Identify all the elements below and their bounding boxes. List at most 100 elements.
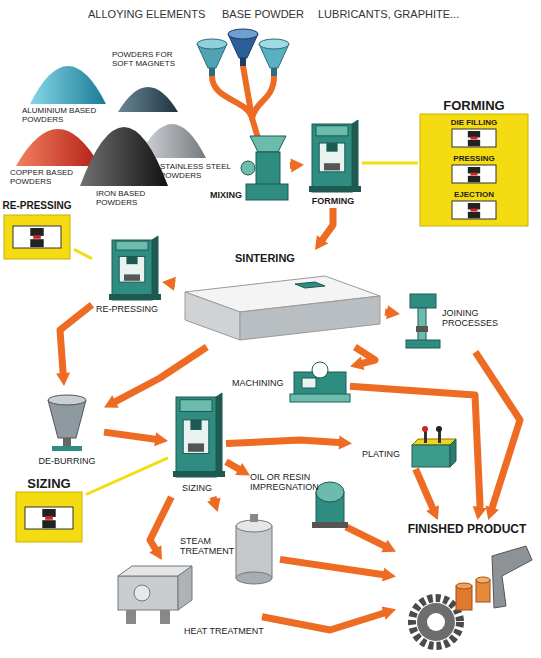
powder-label: ALUMINIUM BASED POWDERS	[22, 106, 108, 124]
flow-pipe	[104, 432, 168, 446]
flow-pipe	[416, 469, 439, 520]
powder-pile	[118, 87, 178, 112]
station-label: DE-BURRING	[30, 456, 104, 466]
arrow-head	[315, 235, 328, 250]
pipe-stroke	[416, 469, 435, 512]
callout-box: FORMING DIE FILLING PRESSING EJECTION	[418, 98, 530, 228]
station-label: MACHINING	[232, 378, 292, 388]
finished-product: FINISHED PRODUCT	[396, 520, 538, 654]
station-label: JOINING PROCESSES	[442, 308, 508, 328]
flow-pipe	[290, 159, 304, 173]
sintering-furnace: SINTERING	[175, 250, 385, 347]
arrow-head	[382, 606, 396, 619]
steam-station: STEAM TREATMENT	[180, 512, 280, 592]
pipe-stroke	[262, 612, 387, 630]
powder-label: POWDERS FOR SOFT MAGNETS	[112, 50, 192, 68]
station-label: PLATING	[352, 449, 410, 459]
station-label: FINISHED PRODUCT	[396, 522, 538, 536]
input-label: BASE POWDER	[222, 8, 304, 20]
arrow-head	[486, 505, 499, 520]
leader-stroke	[74, 249, 92, 258]
flow-pipe	[226, 436, 352, 450]
step-label: PRESSING	[420, 154, 528, 164]
station-label: RE-PRESSING	[0, 200, 74, 212]
hopper	[228, 29, 258, 66]
powder-pile	[16, 129, 100, 166]
station-label: OIL OR RESIN IMPREGNATION	[250, 472, 316, 492]
arrow-head	[162, 277, 176, 291]
hopper	[259, 39, 289, 76]
arrow-head	[473, 506, 487, 520]
flow-pipe	[262, 606, 396, 630]
pipe-stroke	[280, 559, 387, 575]
arrow-head	[382, 568, 396, 582]
arrow-head	[381, 540, 396, 553]
arrow-head	[207, 498, 220, 512]
station-icon	[175, 250, 385, 347]
machining-station: MACHINING	[232, 358, 350, 406]
flow-pipe	[280, 559, 396, 581]
press-station: FORMING	[304, 118, 362, 208]
station-icon	[168, 393, 226, 497]
step-label: EJECTION	[420, 190, 528, 200]
leader-line	[74, 249, 92, 258]
station-label: SIZING	[12, 476, 86, 491]
pipe-stroke	[320, 208, 333, 243]
arrow-head	[350, 356, 364, 370]
flow-pipe	[385, 305, 400, 319]
pipe-stroke	[346, 527, 388, 548]
station-label: FORMING	[418, 98, 530, 113]
pipe-stroke	[60, 305, 92, 377]
arrow-head	[154, 432, 168, 446]
pipe-stroke	[104, 432, 159, 440]
arrow-head	[56, 373, 70, 386]
joining-station: JOINING PROCESSES	[400, 290, 510, 352]
press-station: RE-PRESSING	[92, 236, 162, 318]
feed-pipe	[212, 66, 274, 138]
flow-pipe	[207, 497, 220, 512]
station-label: SIZING	[168, 483, 226, 493]
arrow-head	[339, 436, 352, 450]
input-label: LUBRICANTS, GRAPHITE...	[318, 8, 459, 20]
leader-line	[362, 163, 418, 164]
station-label: RE-PRESSING	[92, 304, 162, 314]
hopper	[197, 39, 227, 76]
flow-pipe	[346, 527, 396, 552]
arrow-head	[426, 505, 439, 520]
arrow-head	[291, 159, 304, 173]
flow-pipe	[149, 497, 171, 560]
leader-line	[86, 458, 168, 495]
leader-stroke	[362, 162, 418, 165]
station-label: MIXING	[210, 190, 250, 200]
callout-box: RE-PRESSING	[0, 200, 74, 260]
station-icon	[352, 425, 460, 469]
input-label: ALLOYING ELEMENTS	[88, 8, 205, 20]
arrow-head	[386, 305, 400, 319]
pipe-stroke	[350, 386, 480, 511]
station-label: HEAT TREATMENT	[184, 626, 262, 636]
station-label: STEAM TREATMENT	[180, 536, 234, 556]
pipe-stroke	[226, 440, 343, 444]
station-icon	[396, 520, 538, 654]
press-station: SIZING	[168, 393, 226, 497]
arrow-head	[104, 395, 119, 407]
heat-treatment-furnace: HEAT TREATMENT	[112, 560, 262, 644]
station-icon	[30, 386, 104, 468]
station-label: SINTERING	[235, 252, 345, 264]
pipe-stroke	[112, 347, 207, 403]
flow-pipe	[350, 386, 487, 520]
step-label: DIE FILLING	[420, 118, 528, 128]
pipe-stroke	[150, 497, 171, 552]
powder-pile	[30, 66, 106, 104]
callout-box: SIZING	[12, 476, 86, 546]
arrow-head	[149, 545, 162, 560]
powder-label: COPPER BASED POWDERS	[10, 168, 80, 186]
flow-pipe	[56, 305, 92, 386]
powder-pile	[80, 127, 168, 186]
flow-pipe	[350, 347, 375, 370]
flow-pipe	[162, 277, 176, 291]
deburring-station: DE-BURRING	[30, 386, 104, 468]
station-label: FORMING	[304, 196, 362, 206]
plating-station: PLATING	[352, 425, 460, 469]
